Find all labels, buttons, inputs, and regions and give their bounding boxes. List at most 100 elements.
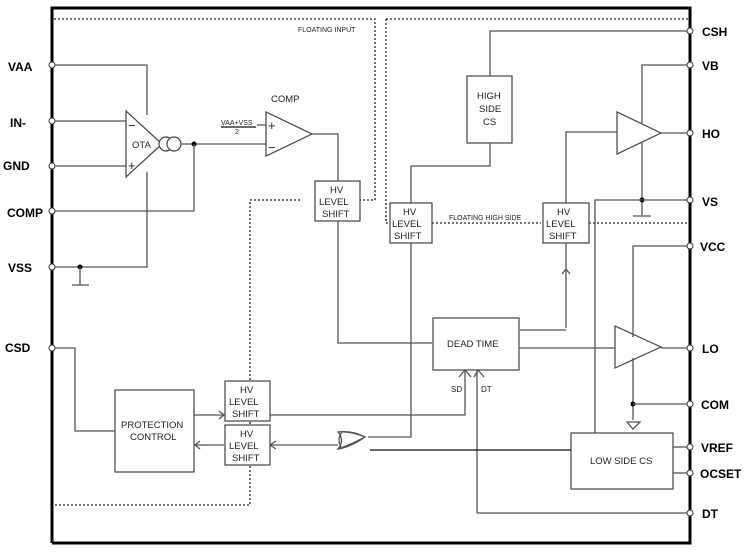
comp-ref-denominator: 2 [235, 129, 239, 136]
svg-text:SIDE: SIDE [479, 104, 501, 115]
svg-text:VB: VB [702, 59, 719, 73]
svg-text:GND: GND [3, 159, 30, 173]
pin-in-minus: IN- [10, 116, 56, 130]
hv-level-shift-ho: HV LEVEL SHIFT [542, 202, 590, 244]
svg-text:VSS: VSS [8, 261, 32, 275]
arrow-dt-icon [473, 368, 485, 378]
wire-vcc [632, 245, 687, 337]
svg-text:CONTROL: CONTROL [130, 432, 176, 443]
svg-text:COMP: COMP [7, 206, 43, 220]
svg-text:CSD: CSD [5, 341, 31, 355]
arrow-right-icon [218, 410, 226, 420]
svg-text:VCC: VCC [700, 240, 726, 254]
wire-vs [594, 199, 687, 460]
pin-vs: VS [686, 195, 718, 209]
ota-minus: − [128, 118, 136, 133]
high-side-cs-block: HIGH SIDE CS [466, 75, 513, 144]
pin-ho: HO [686, 127, 720, 141]
pin-vcc: VCC [686, 240, 726, 254]
wire-comp-out [312, 133, 339, 181]
svg-text:LOW SIDE CS: LOW SIDE CS [590, 456, 652, 467]
pin-ocset: OCSET [686, 467, 742, 481]
wire-vaa [55, 64, 148, 115]
floating-high-side-label: FLOATING HIGH SIDE [449, 215, 522, 222]
svg-text:VAA: VAA [8, 60, 33, 74]
svg-text:DEAD TIME: DEAD TIME [447, 339, 499, 350]
ota-label: OTA [132, 140, 151, 151]
svg-text:LEVEL: LEVEL [229, 397, 259, 408]
wire-comp-pin [55, 144, 195, 212]
comp-ref-numerator: VAA+VSS [221, 120, 253, 127]
svg-text:HV: HV [240, 385, 254, 396]
svg-text:IN-: IN- [10, 116, 26, 130]
svg-text:CS: CS [483, 117, 496, 128]
svg-text:HV: HV [557, 207, 571, 218]
ground-triangle-icon [625, 421, 642, 430]
floating-input-boundary-lower [54, 199, 300, 506]
dt-label: DT [481, 385, 492, 394]
dead-time-block: DEAD TIME [432, 317, 520, 371]
ic-outline [50, 6, 692, 545]
hv-level-shift-protect-out: HV LEVEL SHIFT [224, 380, 271, 422]
svg-text:VS: VS [702, 195, 718, 209]
svg-text:OCSET: OCSET [700, 467, 742, 481]
svg-text:SHIFT: SHIFT [394, 231, 422, 242]
low-side-cs-block: LOW SIDE CS [570, 432, 674, 490]
floating-input-boundary [54, 18, 376, 201]
hv-level-shift-protect-in: HV LEVEL SHIFT [224, 424, 271, 466]
pin-csh: CSH [686, 25, 727, 39]
svg-text:HV: HV [240, 429, 254, 440]
wire-sd [270, 370, 466, 416]
arrow-sd-icon [458, 369, 472, 378]
svg-text:DT: DT [702, 507, 719, 521]
pin-gnd: GND [3, 159, 56, 173]
pin-vaa: VAA [8, 60, 56, 74]
svg-text:LEVEL: LEVEL [319, 197, 349, 208]
pin-vss: VSS [8, 261, 56, 275]
svg-text:LEVEL: LEVEL [546, 219, 576, 230]
wire-vb [641, 64, 687, 123]
svg-text:VREF: VREF [701, 441, 733, 455]
pin-lo: LO [686, 342, 719, 356]
high-side-driver [616, 111, 663, 155]
svg-text:SHIFT: SHIFT [232, 409, 260, 420]
hv-level-shift-hscs: HV LEVEL SHIFT [389, 202, 433, 244]
or-gate-outline [337, 431, 367, 450]
svg-text:HV: HV [403, 207, 417, 218]
svg-text:HV: HV [330, 185, 344, 196]
svg-text:SHIFT: SHIFT [549, 231, 577, 242]
svg-text:SHIFT: SHIFT [322, 209, 350, 220]
sd-label: SD [451, 385, 462, 394]
svg-text:PROTECTION: PROTECTION [121, 420, 183, 431]
wire-dt [476, 369, 479, 513]
svg-text:LO: LO [702, 342, 719, 356]
wire-ls1-deadtime [337, 221, 432, 344]
svg-text:+: + [268, 118, 276, 133]
pin-vref: VREF [686, 441, 733, 455]
svg-text:SHIFT: SHIFT [232, 453, 260, 464]
svg-text:HIGH: HIGH [477, 91, 501, 102]
hv-level-shift-comp: HV LEVEL SHIFT [314, 180, 361, 222]
svg-text:LEVEL: LEVEL [229, 441, 259, 452]
protection-control-block: PROTECTION CONTROL [114, 389, 195, 473]
pin-com: COM [686, 398, 729, 412]
wire-hscs-ls [410, 143, 491, 203]
comparator: + − [265, 111, 314, 157]
pin-csd: CSD [5, 341, 56, 355]
ota-plus: + [128, 158, 136, 173]
pin-dt: DT [686, 507, 719, 521]
arrow-up-icon [561, 267, 571, 275]
arrow-left-pc-icon [193, 440, 201, 450]
wire-ls2-or [368, 243, 412, 438]
pin-comp: COMP [7, 206, 56, 220]
pin-vb: VB [686, 59, 719, 73]
floating-input-label: FLOATING INPUT [298, 27, 356, 34]
svg-text:LEVEL: LEVEL [392, 219, 422, 230]
wire-ls3-hodriver [565, 131, 617, 203]
wire-csh [489, 30, 687, 76]
wire-csd [55, 347, 115, 432]
svg-text:−: − [268, 140, 276, 155]
wire-vss [55, 172, 148, 268]
low-side-driver [614, 325, 663, 369]
